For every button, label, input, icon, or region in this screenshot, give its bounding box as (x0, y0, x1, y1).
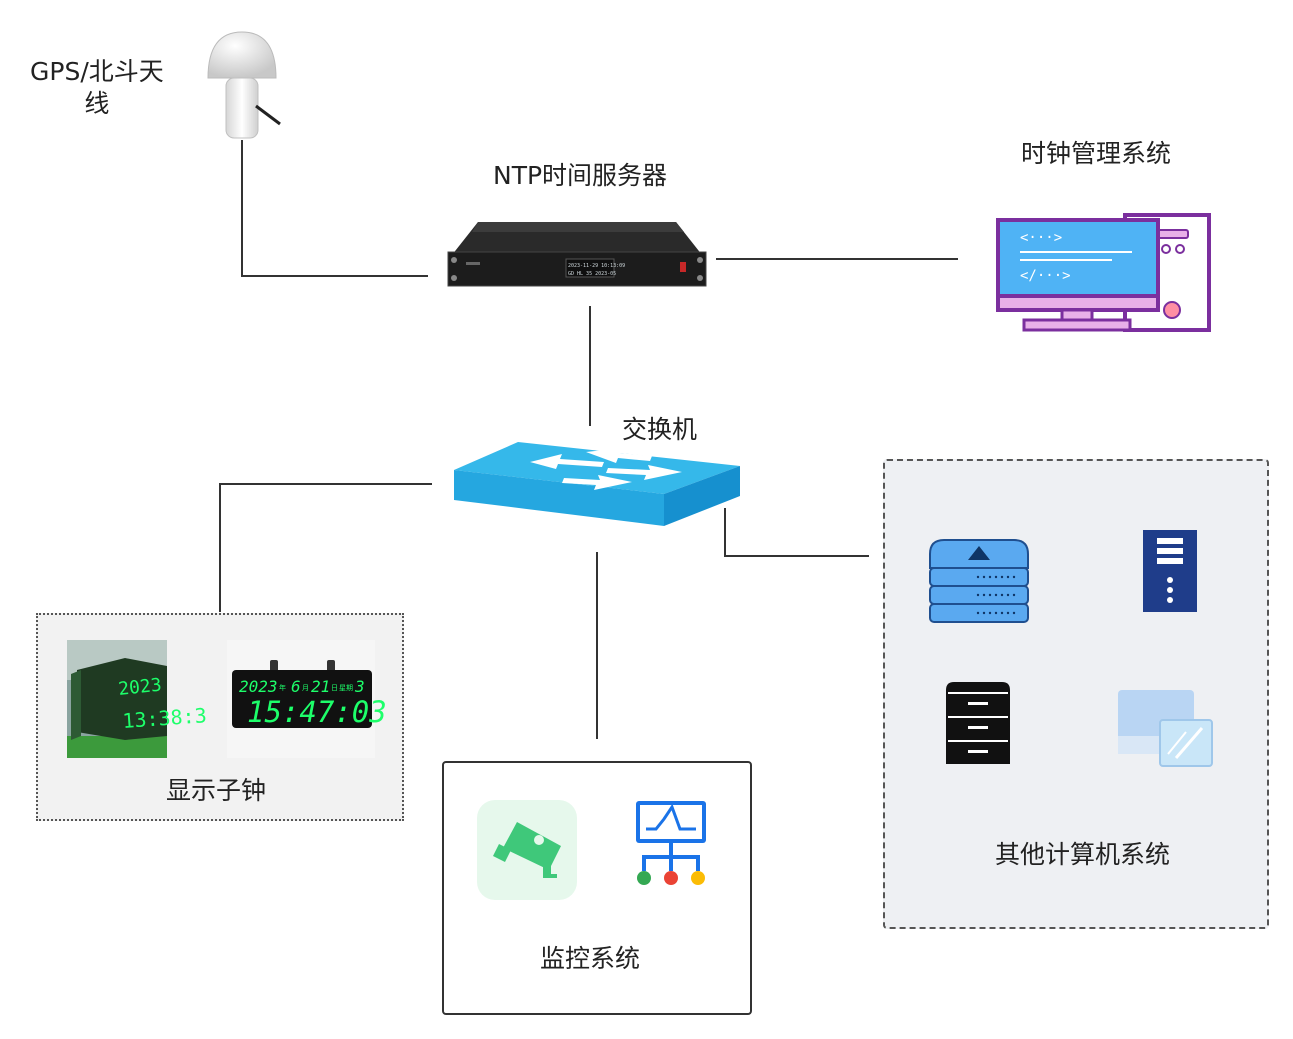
led-clock-icon: 2023 年 6 月 21 日 星期 3 15:47:03 (227, 640, 387, 758)
clock-day: 21 (311, 677, 330, 696)
switch-icon (454, 442, 740, 526)
clock-mgmt-label: 时钟管理系统 (1021, 139, 1172, 168)
monitoring-label: 监控系统 (540, 944, 641, 973)
clock-month: 6 (291, 677, 301, 696)
led-clock-photo: 2023 13:38:3 (67, 640, 207, 758)
clock-week-label: 星期 (339, 684, 353, 692)
antenna-to-server-line (241, 140, 428, 277)
file-cabinet-icon (946, 682, 1010, 764)
switch-to-computers-line (724, 508, 869, 557)
ntp-server-label: NTP时间服务器 (493, 161, 668, 190)
photo-date-text: 2023 (117, 675, 162, 700)
switch-to-clocks-line (219, 483, 432, 612)
switch-label: 交换机 (622, 415, 698, 444)
other-computers-label: 其他计算机系统 (995, 840, 1171, 869)
clock-weekday: 3 (354, 677, 365, 696)
clock-month-unit: 月 (302, 684, 309, 692)
tower-server-icon (1143, 530, 1197, 612)
network-monitor-icon (636, 801, 706, 885)
clock-year-unit: 年 (279, 683, 286, 692)
ntp-server-icon: 2023-11-29 10:13:09 GD HL 35 2023-05 (447, 222, 707, 287)
clock-time: 15:47:03 (247, 695, 387, 729)
antenna-label-line2: 线 (84, 89, 110, 118)
clock-year: 2023 (239, 677, 278, 696)
photo-time-text: 13:38:3 (122, 703, 208, 733)
camera-icon (477, 800, 577, 900)
storage-server-icon (929, 539, 1029, 623)
svg-text:<···>: <···> (1020, 230, 1062, 246)
computer-icon: <···> </···> (996, 213, 1211, 332)
sub-clocks-label: 显示子钟 (166, 776, 267, 805)
ntp-display-line1: 2023-11-29 10:13:09 (568, 263, 625, 269)
windows-icon (1118, 690, 1213, 767)
antenna-icon (207, 31, 281, 139)
antenna-label: GPS/北斗天 线 (30, 56, 164, 120)
clock-day-unit: 日 (331, 684, 338, 692)
ntp-display-line2: GD HL 35 2023-05 (568, 271, 616, 277)
svg-text:</···>: </···> (1020, 268, 1071, 284)
antenna-label-line1: GPS/北斗天 (30, 57, 164, 86)
